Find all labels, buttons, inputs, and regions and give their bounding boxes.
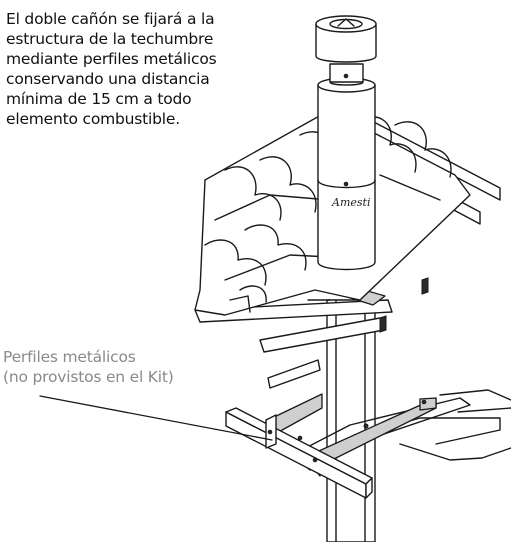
callout-line: (no provistos en el Kit) [3, 368, 174, 386]
caption-line: mediante perfiles metálicos [6, 50, 217, 68]
instruction-caption: El doble cañón se fijará a la estructura… [6, 9, 276, 129]
caption-line: mínima de 15 cm a todo [6, 90, 192, 108]
caption-line: estructura de la techumbre [6, 30, 214, 48]
caption-line: conservando una distancia [6, 70, 210, 88]
callout-leader-line [39, 395, 273, 441]
caption-line: elemento combustible. [6, 110, 180, 128]
upper-pipe: Amesti [317, 63, 376, 271]
roof-structure-outline [291, 299, 511, 471]
brand-logo: Amesti [331, 196, 370, 209]
metal-profile-frame [225, 393, 437, 499]
callout-line: Perfiles metálicos [3, 348, 136, 366]
chimney-cap [315, 15, 377, 63]
metal-profiles-callout: Perfiles metálicos (no provistos en el K… [3, 347, 243, 387]
caption-line: El doble cañón se fijará a la [6, 10, 215, 28]
